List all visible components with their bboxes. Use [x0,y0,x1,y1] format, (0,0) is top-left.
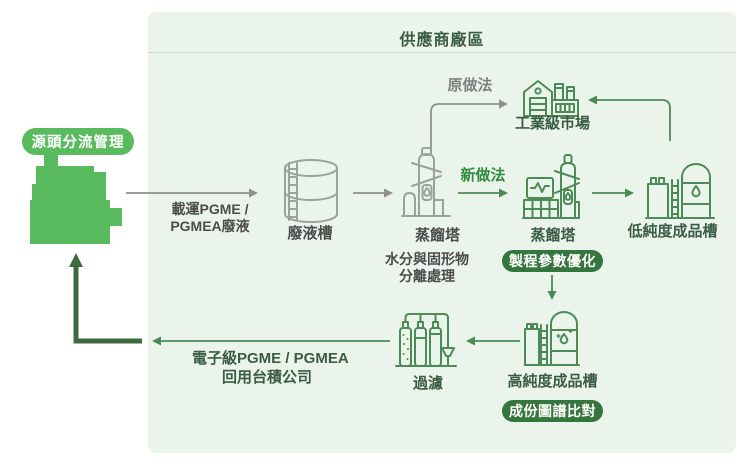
return-flow-line1: 電子級PGME / PGMEA [192,350,349,367]
return-line-to-source [69,253,142,344]
tower1-note-line2: 分離處理 [399,268,455,284]
transport-label-line2: PGMEA廢液 [170,218,250,234]
panel-title-divider [148,52,736,53]
transport-label: 載運PGME / PGMEA廢液 [152,201,268,235]
tower1-note: 水分與固形物 分離處理 [377,251,477,285]
distillation-tower2-icon [522,154,580,219]
return-flow-line2: 回用台積公司 [221,369,312,386]
filter-icon [395,313,457,367]
transport-label-line1: 載運PGME / [171,201,249,217]
return-flow-label: 電子級PGME / PGMEA 回用台積公司 [192,349,349,387]
low-purity-tank-icon [645,163,715,219]
high-purity-tank-icon [524,311,580,366]
waste-tank-label: 廢液槽 [287,225,333,242]
filter-label: 過濾 [412,375,443,392]
old-method-label: 原做法 [447,77,493,94]
industrial-market-icon [523,80,579,117]
waste-tank-icon [284,159,338,223]
spectrum-comparison-badge: 成份圖譜比對 [502,400,603,422]
distillation-tower1-icon [401,147,451,217]
panel-title: 供應商廠區 [399,32,485,49]
tower1-label: 蒸餾塔 [414,227,460,244]
process-optimization-badge: 製程參數優化 [502,250,603,272]
source-management-badge: 源頭分流管理 [22,128,134,155]
high-purity-tank-label: 高純度成品槽 [507,373,598,390]
process-optimization-label: 製程參數優化 [509,253,596,269]
supplier-area-panel [148,12,736,453]
spectrum-comparison-label: 成份圖譜比對 [509,403,596,419]
industrial-market-label: 工業級市場 [514,115,590,132]
source-management-label: 源頭分流管理 [31,135,125,151]
tower2-label: 蒸餾塔 [530,227,576,244]
source-factory-icon [30,150,122,244]
low-purity-tank-label: 低純度成品槽 [627,223,718,240]
tower1-note-line1: 水分與固形物 [385,251,469,267]
new-method-label: 新做法 [460,167,506,184]
